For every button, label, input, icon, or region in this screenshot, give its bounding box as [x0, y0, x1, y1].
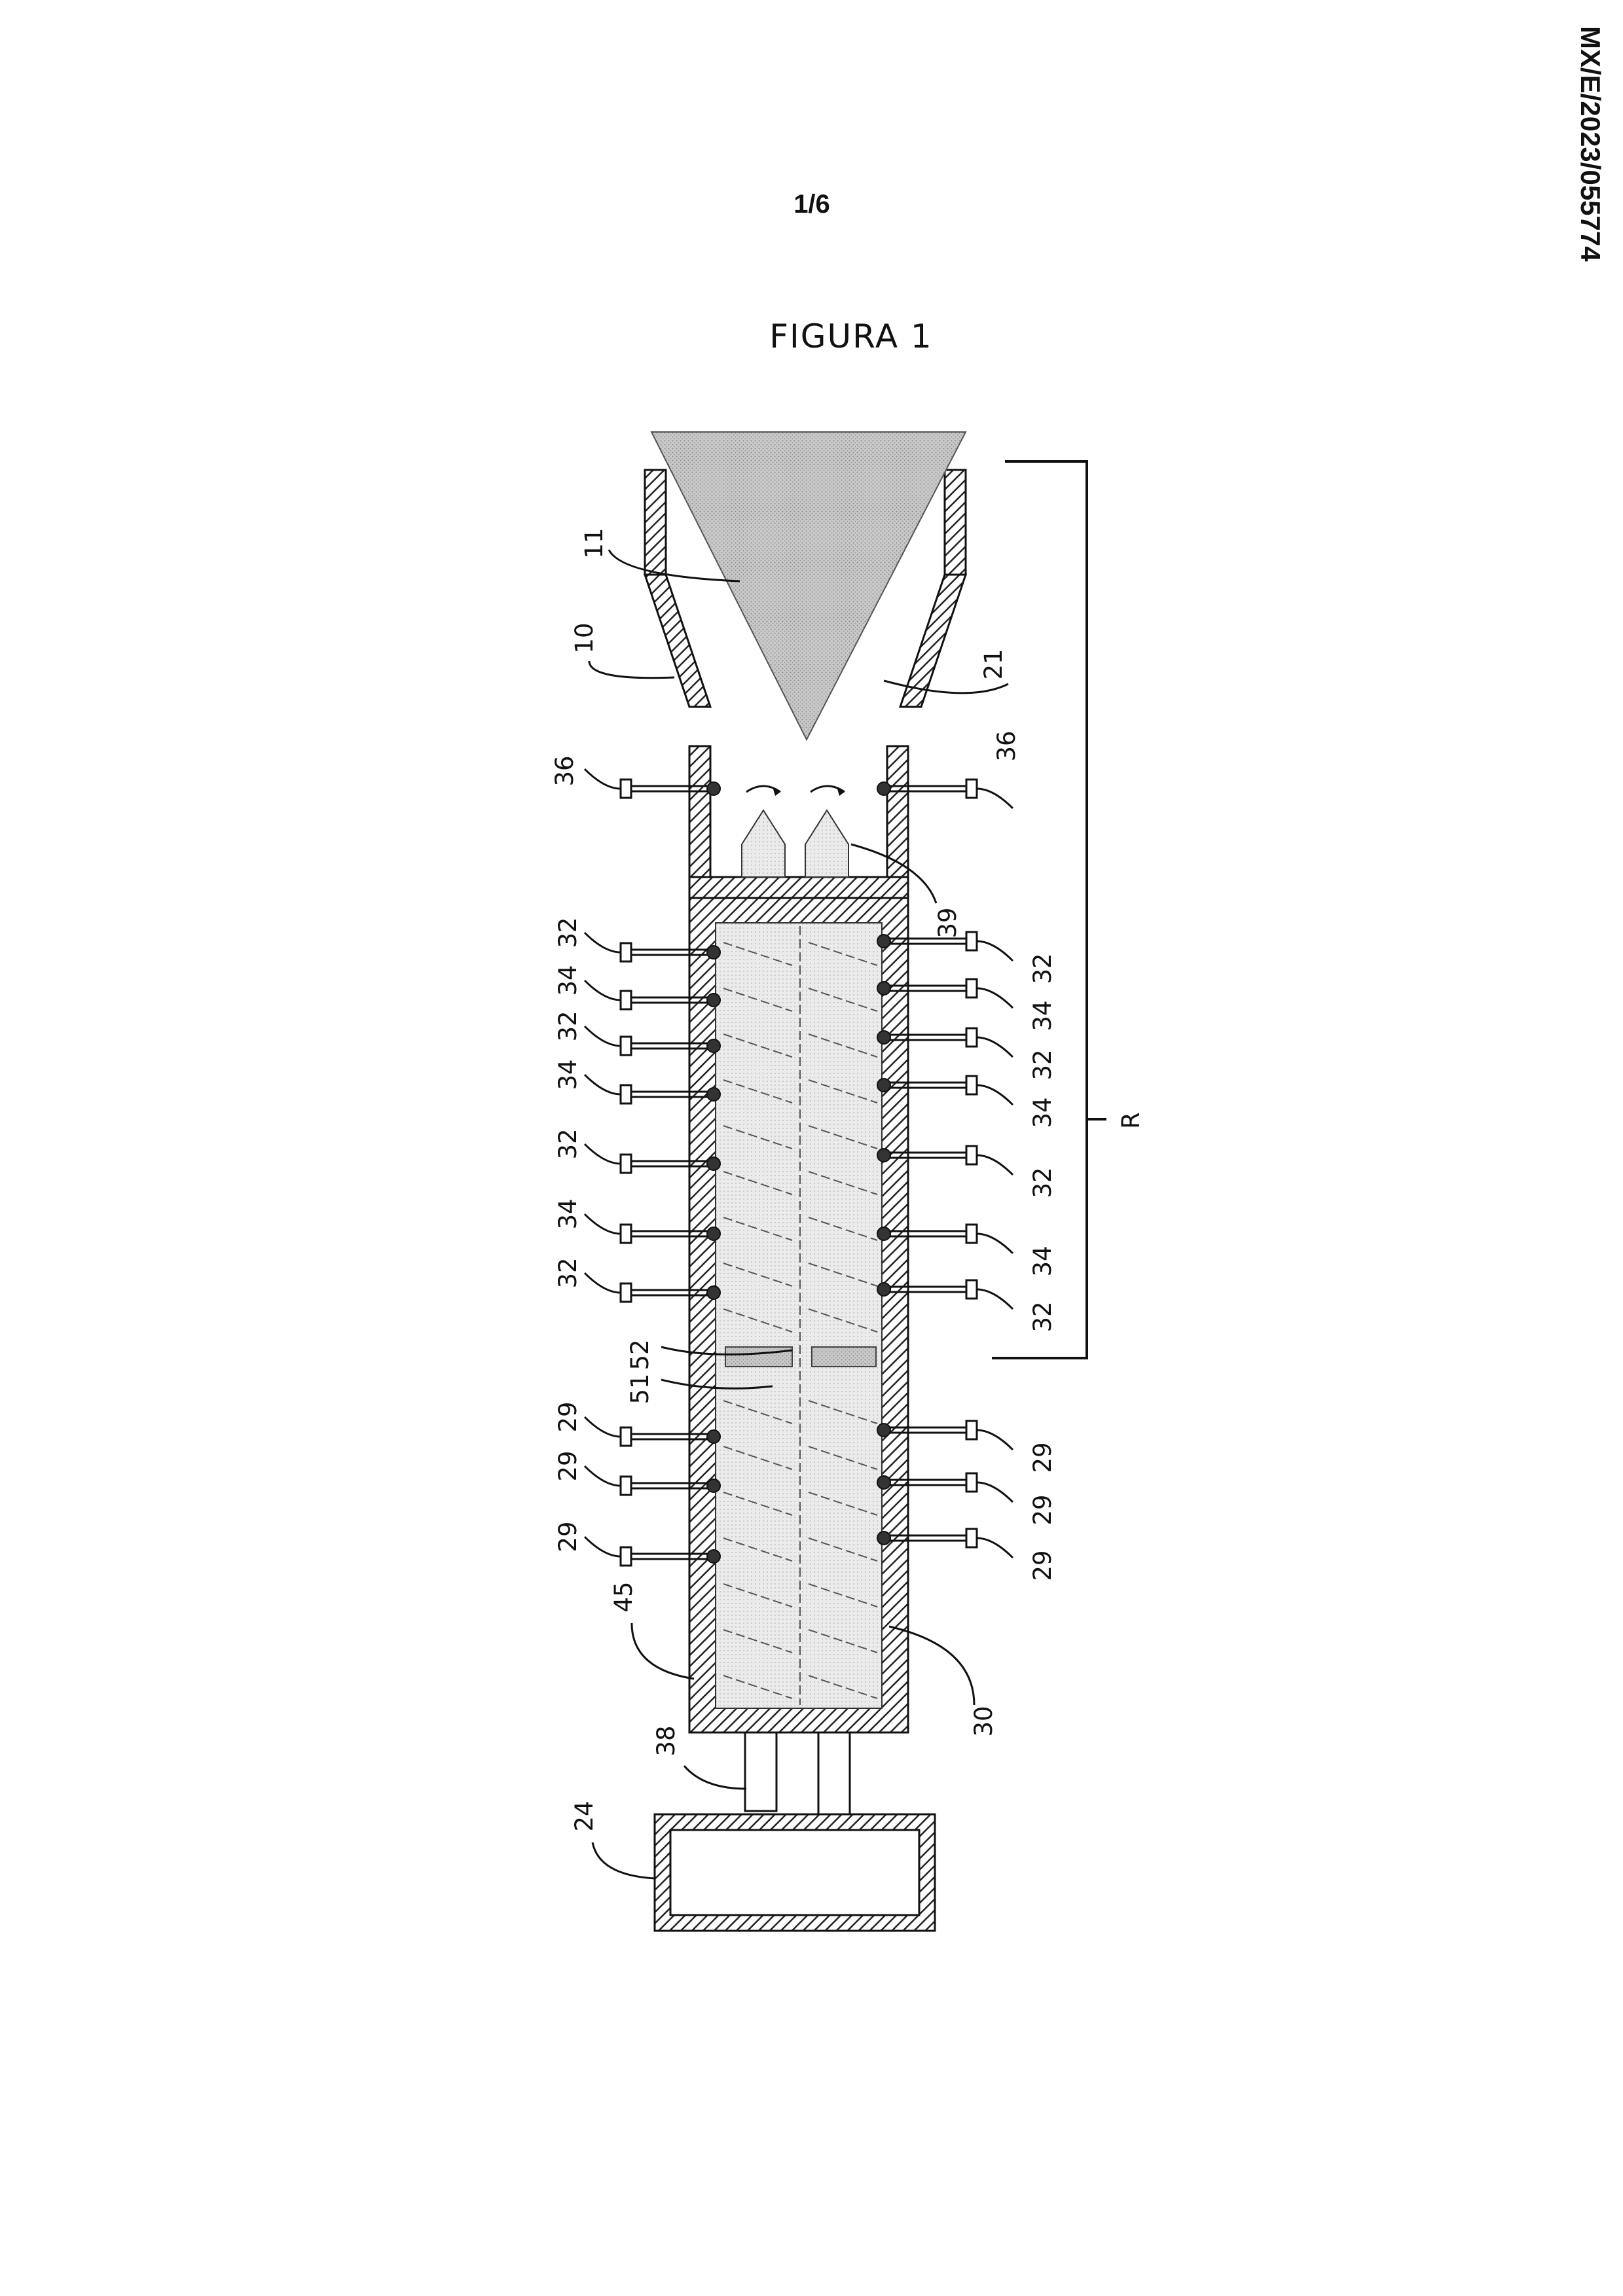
feed-throat — [689, 746, 908, 898]
label-right-2: 34 — [1029, 1000, 1057, 1031]
label-39: 39 — [934, 907, 962, 938]
label-left-7: 32 — [554, 1257, 582, 1288]
label-45: 45 — [610, 1581, 638, 1612]
drive — [655, 1732, 935, 1931]
screw-tip-left — [742, 810, 785, 877]
mixing-element-left — [725, 1347, 792, 1367]
label-right-5: 32 — [1029, 1167, 1057, 1198]
label-24: 24 — [570, 1801, 598, 1831]
hopper — [645, 432, 966, 740]
label-right-3: 32 — [1029, 1049, 1057, 1080]
label-left-10: 29 — [554, 1521, 582, 1552]
label-left-4: 34 — [554, 1059, 582, 1090]
mixing-element-right — [812, 1347, 876, 1367]
label-38: 38 — [652, 1725, 680, 1756]
label-36-left: 36 — [551, 755, 579, 786]
label-51: 51 — [626, 1373, 654, 1404]
label-right-8: 29 — [1029, 1442, 1057, 1473]
label-left-6: 34 — [554, 1198, 582, 1229]
label-right-6: 34 — [1029, 1246, 1057, 1276]
label-11: 11 — [580, 528, 608, 558]
label-left-1: 32 — [554, 917, 582, 948]
label-right-1: 32 — [1029, 953, 1057, 984]
label-right-10: 29 — [1029, 1550, 1057, 1581]
label-21: 21 — [979, 649, 1008, 679]
label-r: R — [1117, 1112, 1145, 1129]
label-30: 30 — [970, 1706, 998, 1736]
label-left-8: 29 — [554, 1401, 582, 1432]
label-left-9: 29 — [554, 1450, 582, 1481]
label-36-right: 36 — [993, 730, 1021, 761]
label-left-5: 32 — [554, 1128, 582, 1159]
screw-tip-right — [805, 810, 848, 877]
label-10: 10 — [570, 622, 598, 653]
label-right-9: 29 — [1029, 1494, 1057, 1525]
label-left-2: 34 — [554, 965, 582, 996]
label-left-3: 32 — [554, 1011, 582, 1041]
label-right-7: 32 — [1029, 1301, 1057, 1332]
label-right-4: 34 — [1029, 1097, 1057, 1128]
region-bracket — [992, 461, 1106, 1358]
barrel — [689, 898, 908, 1732]
label-52: 52 — [626, 1339, 654, 1370]
